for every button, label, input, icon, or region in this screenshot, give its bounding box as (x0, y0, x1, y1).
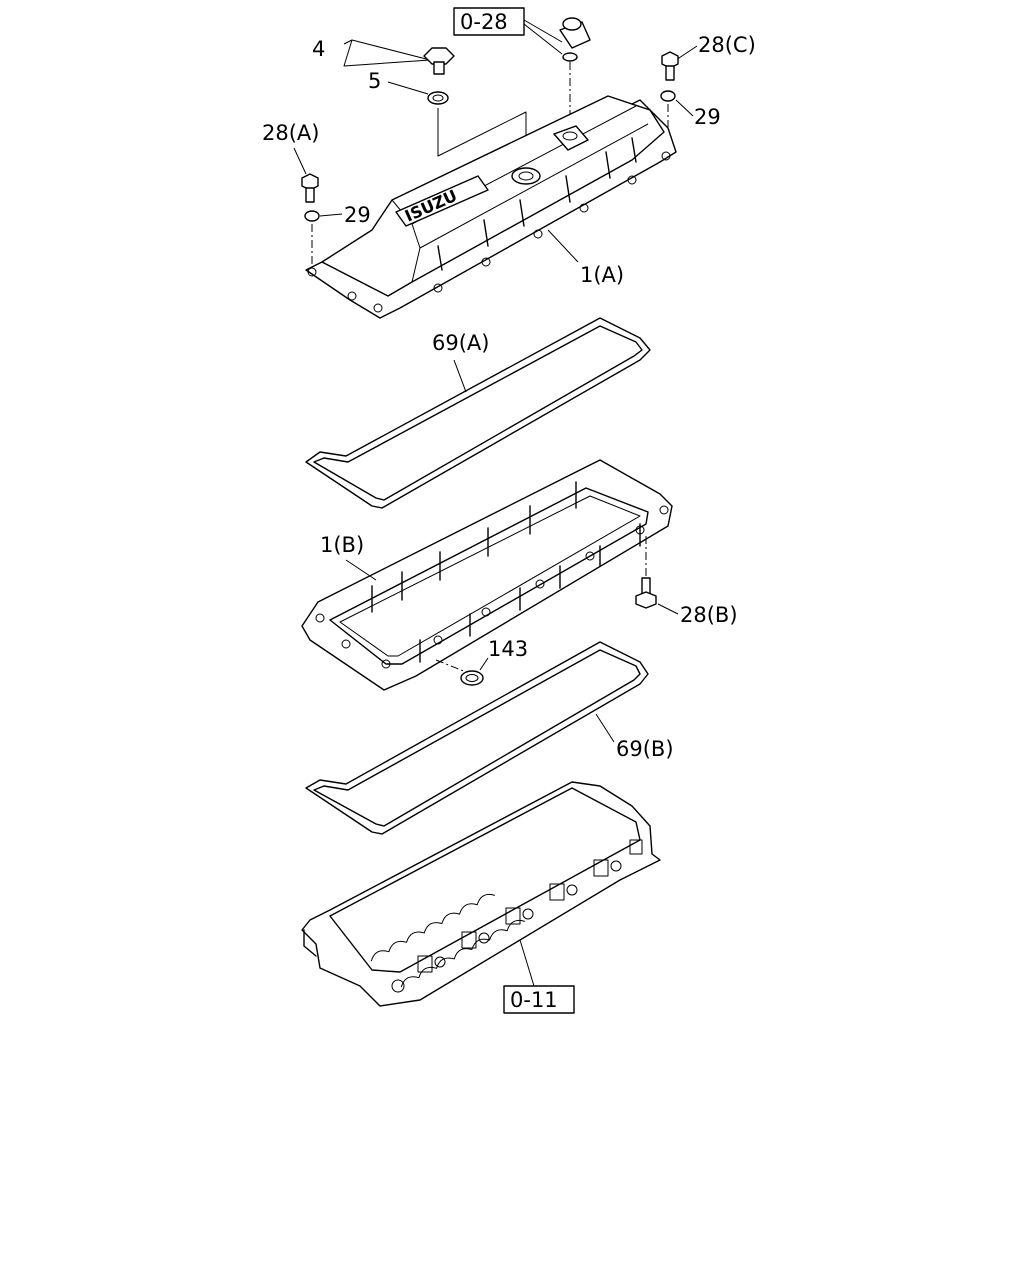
cylinder-head (301, 781, 661, 1007)
ref-box-0-28-label: 0-28 (460, 10, 508, 34)
cylinder-head-cover-upper: ISUZU (305, 95, 677, 319)
label-29-right: 29 (694, 105, 721, 129)
label-1a: 1(A) (580, 263, 624, 287)
label-69b: 69(B) (616, 737, 674, 761)
gasket-69b (305, 641, 649, 835)
washer-29-left (304, 210, 320, 222)
gasket-69a (305, 317, 651, 509)
label-28b: 28(B) (680, 603, 738, 627)
label-143: 143 (488, 637, 528, 661)
label-29-left: 29 (344, 203, 371, 227)
ref-box-0-28[interactable]: 0-28 (453, 7, 525, 36)
bolt-28c (661, 51, 679, 81)
label-28a: 28(A) (262, 121, 319, 145)
ref-box-0-11-label: 0-11 (510, 988, 558, 1012)
label-4: 4 (312, 37, 325, 61)
label-5: 5 (368, 69, 381, 93)
bolt-28a (301, 173, 319, 203)
cylinder-head-cover-lower (301, 459, 673, 691)
oil-cap-seal (427, 91, 449, 105)
breather-fitting (559, 17, 591, 62)
washer-29-right (660, 90, 676, 102)
label-69a: 69(A) (432, 331, 489, 355)
label-28c: 28(C) (698, 33, 756, 57)
ref-box-0-11[interactable]: 0-11 (503, 985, 575, 1014)
bolt-28b (635, 577, 657, 609)
label-1b: 1(B) (320, 533, 364, 557)
seal-143 (460, 670, 484, 686)
oil-filler-cap (423, 47, 455, 75)
